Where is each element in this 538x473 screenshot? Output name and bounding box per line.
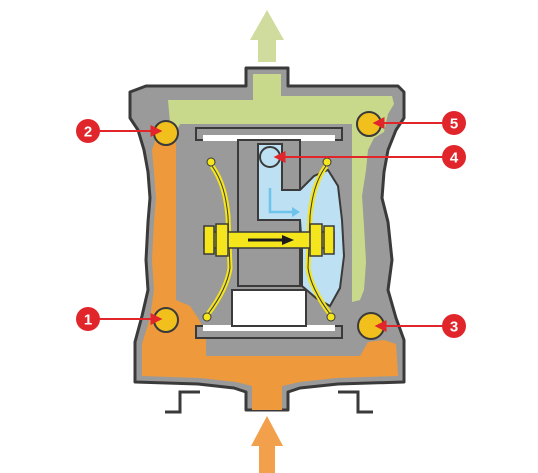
suction-chamber [142,138,398,410]
callout-1-label: 1 [84,312,92,329]
pump-feet [165,390,373,414]
discharge-chamber [168,74,394,302]
callout-4-label: 4 [450,150,459,167]
callout-4: 4 [442,145,466,169]
callout-1: 1 [76,307,100,331]
callout-5-label: 5 [450,116,458,133]
callout-2-label: 2 [84,124,92,141]
diaphragm-bolts [202,157,336,322]
callout-2: 2 [76,119,100,143]
discharge-arrow-icon [250,10,284,62]
callout-3: 3 [442,314,466,338]
callout-lines [98,117,444,332]
suction-arrow-icon [251,416,283,473]
top-left-ball-check-valve [153,120,179,146]
callout-3-label: 3 [450,319,458,336]
air-flow-arrow-icon [268,188,300,217]
callout-5: 5 [442,111,466,135]
shaft-direction-arrow-icon [248,235,294,245]
